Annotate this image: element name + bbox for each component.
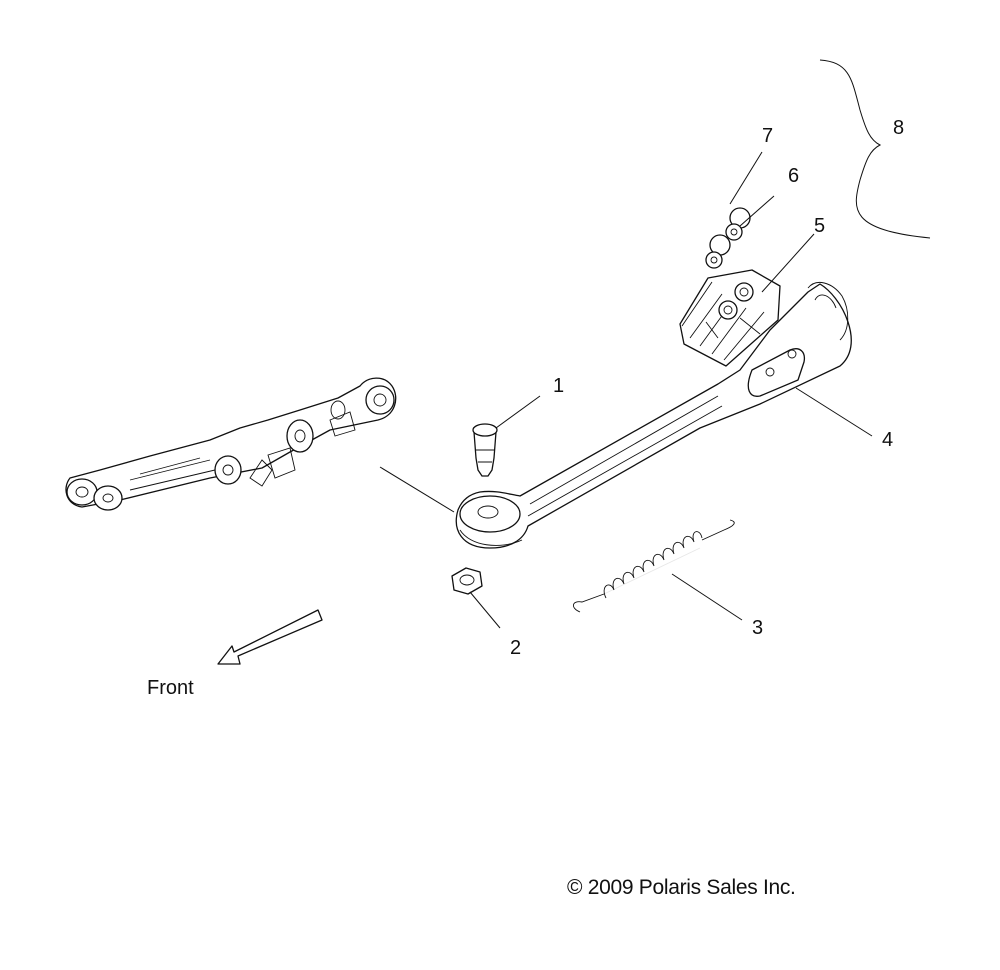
leader-5	[761, 233, 815, 293]
callout-8: 8	[893, 117, 904, 139]
foot-pad-part	[679, 269, 781, 367]
front-label: Front	[147, 677, 194, 699]
spring-part	[573, 519, 735, 613]
pivot-leader-line	[379, 466, 455, 513]
callout-1: 1	[553, 375, 564, 397]
leader-6	[739, 195, 775, 227]
callout-7: 7	[762, 125, 773, 147]
nut-part	[451, 567, 483, 595]
kit-brace	[819, 59, 931, 239]
callout-5: 5	[814, 215, 825, 237]
leader-3	[671, 573, 743, 621]
washer-cap-parts	[705, 207, 751, 269]
front-arrow-icon	[217, 609, 323, 665]
bolt-part	[472, 423, 498, 477]
leader-7	[729, 151, 763, 205]
callout-4: 4	[882, 429, 893, 451]
callout-2: 2	[510, 637, 521, 659]
leader-1	[495, 395, 541, 429]
bracket-arm-part	[65, 377, 397, 511]
kickstand-leg-part	[455, 281, 852, 549]
leader-2	[469, 591, 501, 629]
callout-6: 6	[788, 165, 799, 187]
copyright-notice: © 2009 Polaris Sales Inc.	[567, 876, 796, 899]
callout-3: 3	[752, 617, 763, 639]
leader-4	[795, 387, 873, 437]
